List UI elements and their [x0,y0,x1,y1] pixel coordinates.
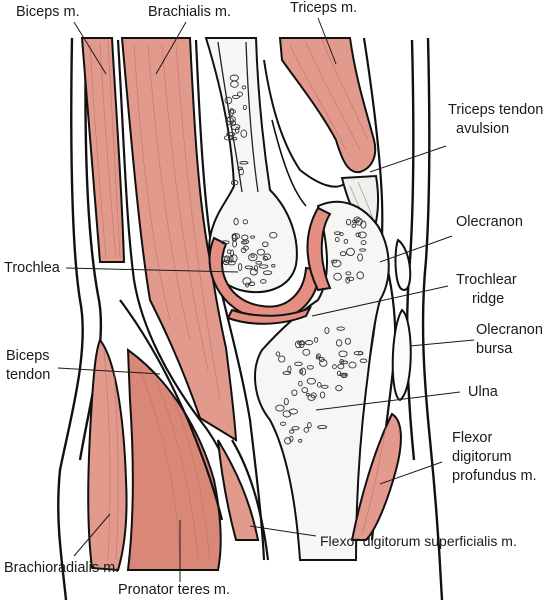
label-ulna: Ulna [468,384,499,400]
label-trochlear-ridge: Trochlear ridge [456,272,521,307]
brachialis-posterior-fascia [194,39,266,561]
anterior-fascia [116,39,238,501]
label-olecranon: Olecranon [456,214,523,230]
brachialis-muscle [120,37,238,442]
flexor-digitorum-superficialis-muscle [217,439,260,541]
coronoid-fossa [263,59,345,188]
label-pronator-teres-m: Pronator teres m. [118,582,230,598]
label-flexor-digitorum-superficialis-m: Flexor digitorum superficialis m. [320,533,517,549]
ulna [226,200,390,561]
trabecular-texture [220,74,368,445]
triceps-muscle [278,37,377,174]
label-brachialis-m: Brachialis m. [148,4,231,20]
label-olecranon-bursa: Olecranon bursa [476,322,547,357]
label-triceps-m: Triceps m. [290,0,357,16]
label-trochlea: Trochlea [4,260,61,276]
brachioradialis-muscle [87,338,128,572]
coronoid-cartilage [226,306,313,325]
label-biceps-m: Biceps m. [16,4,80,20]
label-flexor-digitorum-profundus-m: Flexor digitorum profundus m. [452,430,537,484]
biceps-muscle [80,37,126,263]
label-biceps-tendon: Biceps tendon [6,348,54,383]
flexor-digitorum-profundus-muscle [350,412,402,541]
leader-lines [57,17,475,582]
label-brachioradialis-m: Brachioradialis m. [4,560,119,576]
label-triceps-tendon-avulsion: Triceps tendon avulsion [448,102,547,137]
olecranon-bursa-capsule [394,238,412,292]
olecranon-cartilage [306,206,332,292]
